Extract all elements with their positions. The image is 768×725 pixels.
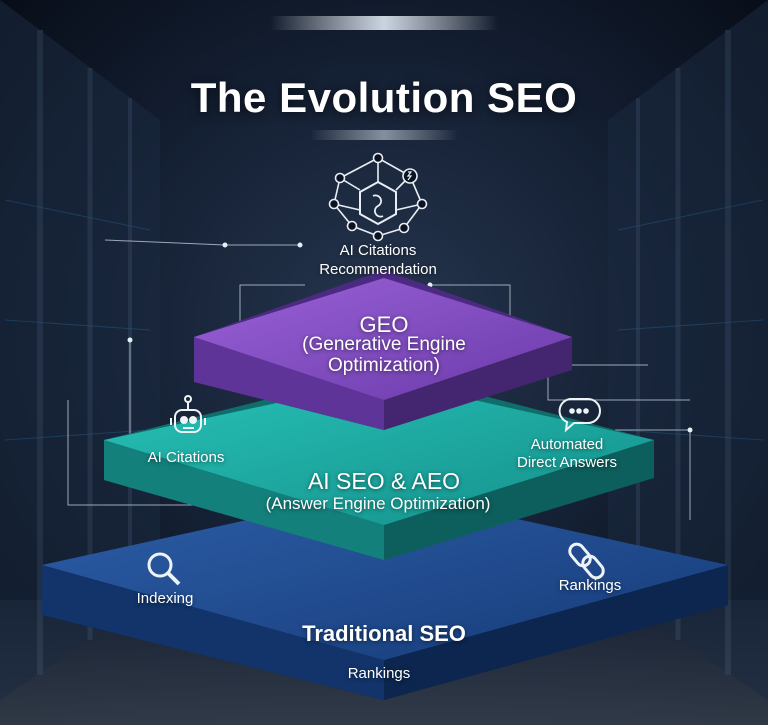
base-title: Traditional SEO [302, 621, 466, 646]
middle-left-label: AI Citations [147, 449, 225, 466]
layer-ai-seo-aeo [104, 370, 654, 560]
top-label-ai-citations: AI Citations [339, 242, 417, 259]
geo-subtitle-line1: (Generative Engine [302, 334, 466, 355]
base-left-label: Indexing [136, 590, 194, 607]
magnifier-icon [147, 552, 181, 586]
base-right-label: Rankings [558, 577, 622, 594]
middle-subtitle: (Answer Engine Optimization) [265, 494, 491, 513]
layer-geo [194, 270, 572, 430]
robot-icon [170, 395, 206, 433]
top-label-recommendation: Recommendation [319, 261, 437, 278]
geo-title: GEO [359, 312, 409, 337]
ceiling-light-far [310, 130, 458, 140]
middle-title: AI SEO & AEO [307, 468, 461, 494]
ai-network-icon [328, 152, 428, 242]
chain-link-icon [568, 542, 605, 580]
page-title: The Evolution SEO [190, 74, 578, 121]
middle-right-label-line1: Automated [530, 436, 604, 453]
geo-subtitle-line2: Optimization) [328, 355, 440, 376]
chat-bubble-icon [558, 398, 601, 433]
base-bottom-label: Rankings [347, 665, 411, 682]
layer-traditional-seo [42, 490, 728, 700]
ceiling-light [270, 16, 498, 30]
middle-right-label-line2: Direct Answers [516, 454, 618, 471]
